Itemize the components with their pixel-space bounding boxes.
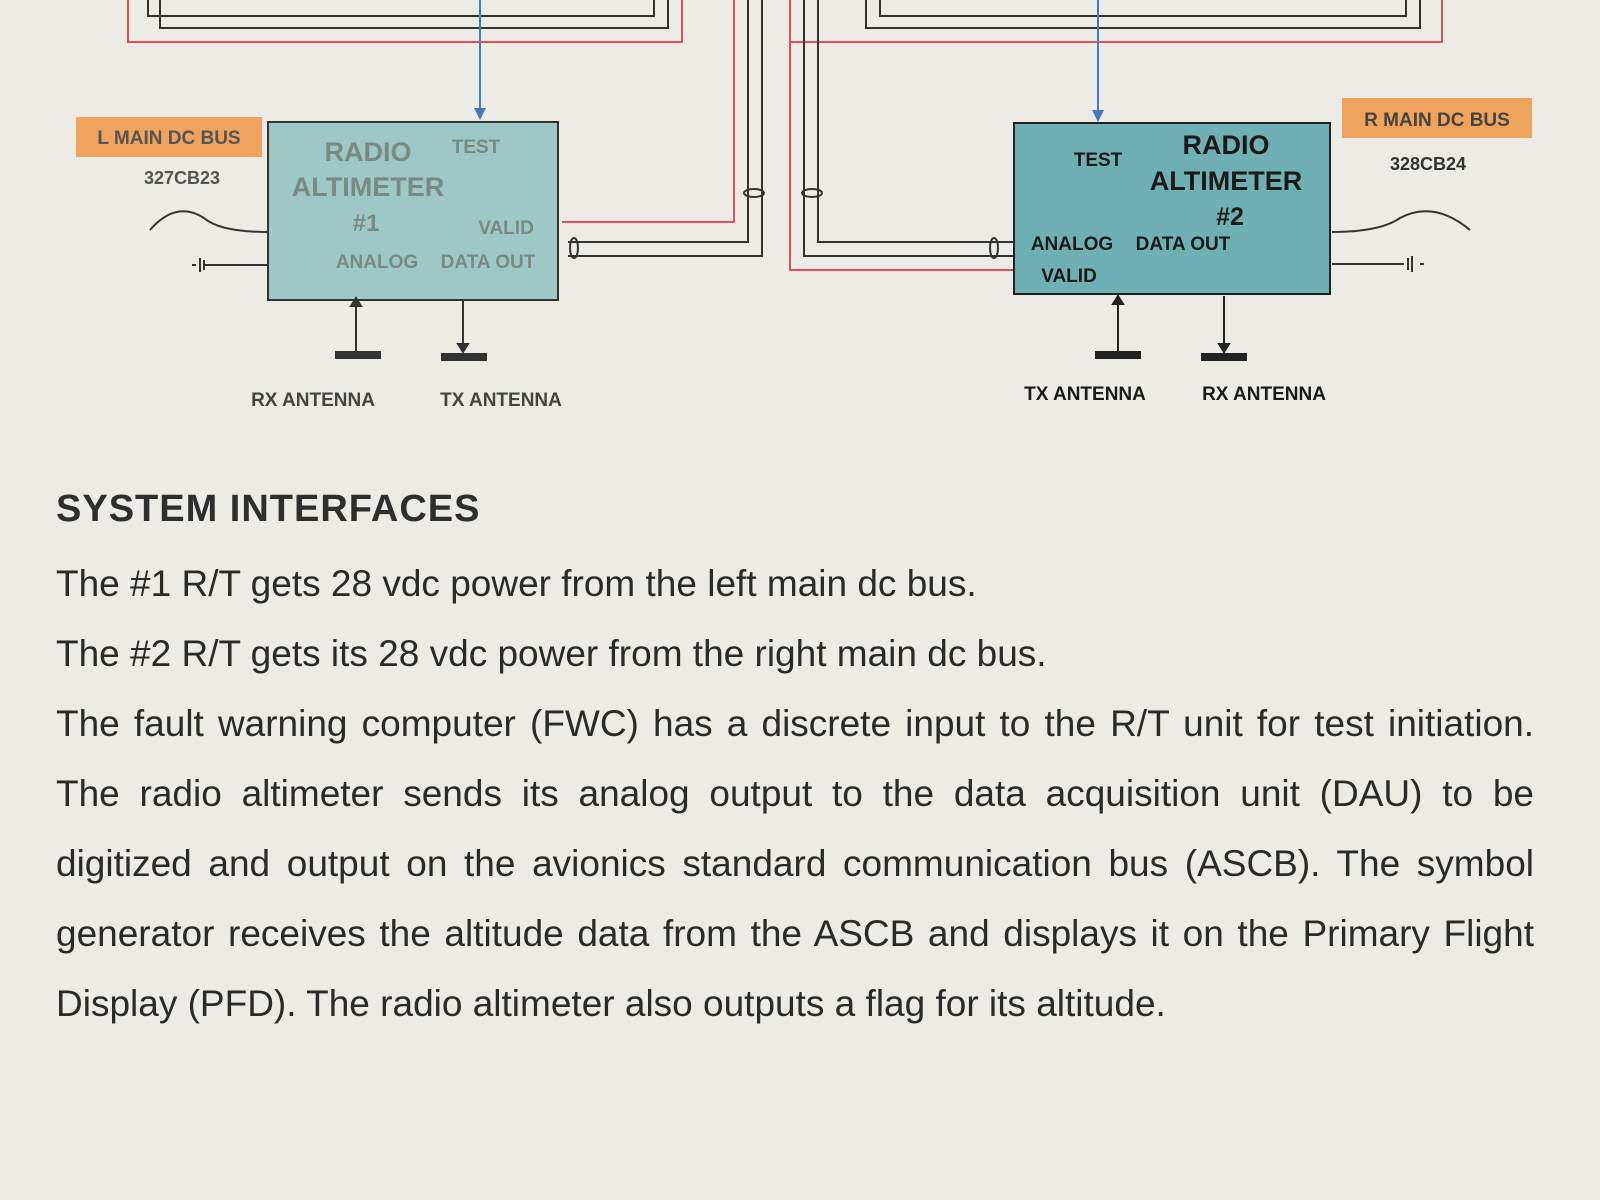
bus-label-left-bg (76, 117, 262, 157)
unit-2-analog-label: ANALOG (1031, 234, 1113, 255)
unit-2-title-line1: RADIO (1183, 130, 1270, 160)
cable-clamps (569, 188, 999, 259)
bus-label-right-bg (1342, 98, 1532, 138)
unit-1-valid-label: VALID (478, 218, 534, 239)
paragraph-1: The #1 R/T gets 28 vdc power from the le… (56, 563, 977, 604)
paragraph-3: The fault warning computer (FWC) has a d… (56, 703, 1534, 1024)
unit-2-data-out-label: DATA OUT (1136, 234, 1231, 255)
wiring-diagram: L MAIN DC BUS 327CB23 RADIO ALTIMETER #1… (76, 0, 1532, 411)
unit-1-number: #1 (353, 210, 380, 237)
right-top-wiring (789, 0, 1443, 271)
unit-2-test-label: TEST (1074, 150, 1123, 171)
unit-1-data-out-label: DATA OUT (441, 252, 536, 273)
section-heading: SYSTEM INTERFACES (56, 488, 481, 530)
unit-1-test-label: TEST (452, 137, 501, 158)
radio-altimeter-2-box (1013, 122, 1331, 295)
radio-altimeter-1-box (267, 121, 559, 301)
left-antenna-wiring (335, 296, 487, 361)
unit-1-analog-label: ANALOG (336, 252, 418, 273)
left-power-wiring (149, 210, 269, 272)
unit-2-title-line2: ALTIMETER (1150, 166, 1302, 196)
unit-1-title-line2: ALTIMETER (292, 172, 444, 202)
unit-2-number: #2 (1216, 203, 1244, 231)
right-power-wiring (1331, 210, 1471, 272)
document-body: SYSTEM INTERFACES The #1 R/T gets 28 vdc… (56, 488, 1534, 1039)
left-antenna-label-1: RX ANTENNA (251, 390, 375, 411)
unit-1-title-line1: RADIO (325, 137, 412, 167)
paragraph-2: The #2 R/T gets its 28 vdc power from th… (56, 633, 1047, 674)
right-antenna-label-1: TX ANTENNA (1024, 384, 1146, 405)
breaker-left: 327CB23 (144, 168, 220, 188)
left-top-wiring (127, 0, 763, 257)
unit-2-valid-label: VALID (1041, 266, 1097, 287)
bus-label-right: R MAIN DC BUS (1364, 110, 1510, 131)
right-antenna-label-2: RX ANTENNA (1202, 384, 1326, 405)
breaker-right: 328CB24 (1390, 154, 1466, 174)
bus-label-left: L MAIN DC BUS (97, 128, 240, 149)
right-antenna-wiring (1095, 294, 1247, 361)
left-antenna-label-2: TX ANTENNA (440, 390, 562, 411)
